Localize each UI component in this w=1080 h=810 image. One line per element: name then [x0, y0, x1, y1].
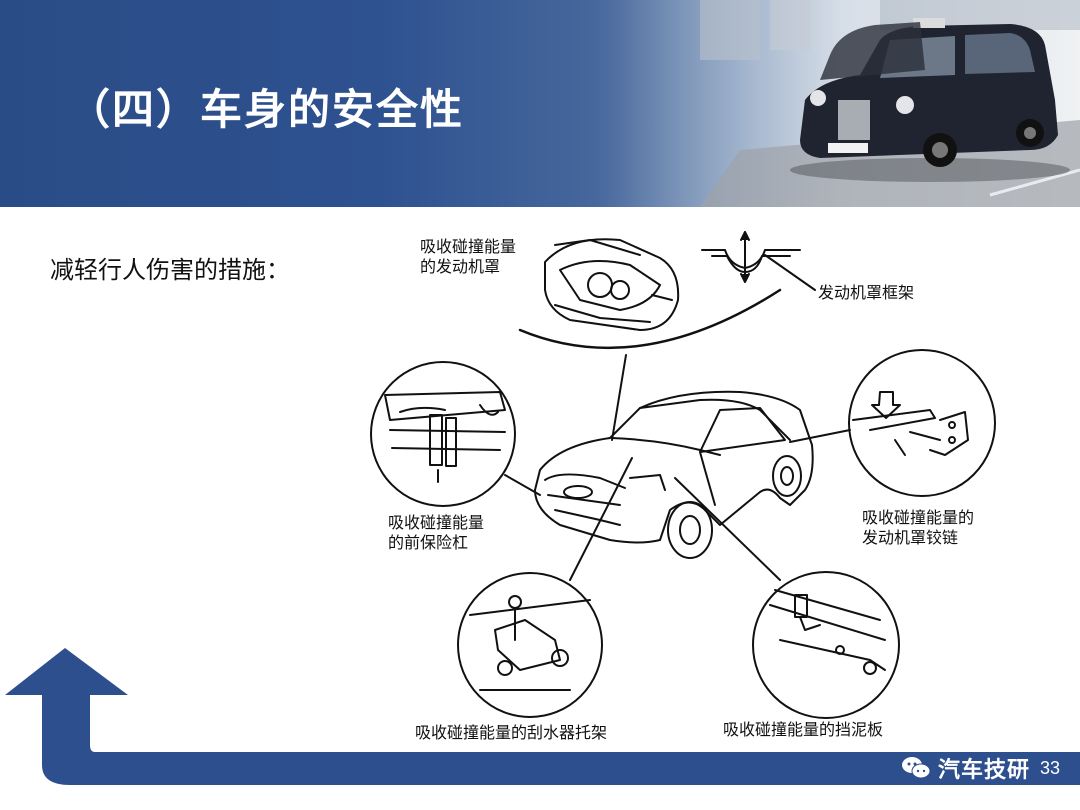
label-hinge-line2: 发动机罩铰链: [862, 528, 959, 547]
slide-header: （四）车身的安全性: [0, 0, 1080, 207]
label-hood-line1: 吸收碰撞能量: [420, 237, 517, 256]
wechat-icon: [902, 757, 931, 779]
label-fender: 吸收碰撞能量的挡泥板: [723, 720, 884, 739]
taxi-photo: [620, 0, 1080, 207]
hinge-detail-circle: [848, 349, 996, 497]
wiper-detail-circle: [457, 572, 603, 718]
hood-detail-arc: [518, 288, 782, 350]
bumper-detail-circle: [370, 361, 516, 507]
label-hood-line2: 的发动机罩: [420, 257, 501, 276]
watermark: 汽车技研: [900, 752, 1030, 784]
label-hood: 吸收碰撞能量 的发动机罩: [420, 237, 516, 277]
fender-leader-line: [674, 477, 781, 581]
label-hinge-line1: 吸收碰撞能量的: [862, 508, 975, 527]
label-bumper: 吸收碰撞能量 的前保险杠: [388, 513, 484, 553]
watermark-text: 汽车技研: [938, 758, 1031, 783]
wiper-leader-line: [569, 457, 633, 581]
hood-sketch: [544, 238, 680, 331]
label-wiper: 吸收碰撞能量的刮水器托架: [415, 723, 608, 742]
slide-subtitle: 减轻行人伤害的措施：: [50, 256, 290, 284]
label-bumper-line1: 吸收碰撞能量: [388, 513, 485, 532]
hood-frame-profile: [701, 231, 816, 291]
label-bumper-line2: 的前保险杠: [388, 533, 469, 552]
fender-detail-circle: [752, 571, 900, 719]
slide-title: （四）车身的安全性: [68, 85, 465, 134]
bumper-leader-line: [504, 474, 541, 496]
hinge-leader-line: [789, 429, 851, 443]
page-number: 33: [1040, 758, 1061, 778]
hood-leader-line: [611, 354, 627, 441]
label-hood-frame: 发动机罩框架: [818, 283, 915, 302]
taxi-icon: [790, 18, 1070, 182]
label-hinge: 吸收碰撞能量的 发动机罩铰链: [862, 508, 974, 548]
